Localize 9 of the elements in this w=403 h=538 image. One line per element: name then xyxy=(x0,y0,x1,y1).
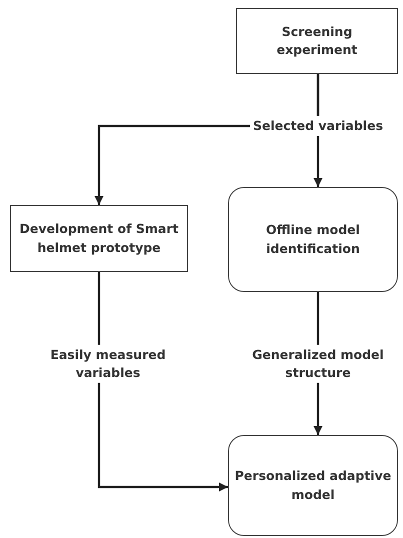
node-text: Screening experiment xyxy=(276,22,358,59)
arrow xyxy=(98,272,228,492)
node-text: Offline model identification xyxy=(265,221,361,258)
node-text: Personalized adaptive model xyxy=(234,467,392,504)
node-text: Development of Smart helmet prototype xyxy=(18,220,180,257)
process-box xyxy=(236,8,398,74)
process-box xyxy=(10,205,188,272)
rounded-process-box xyxy=(228,435,398,536)
rounded-process-box xyxy=(228,187,398,292)
